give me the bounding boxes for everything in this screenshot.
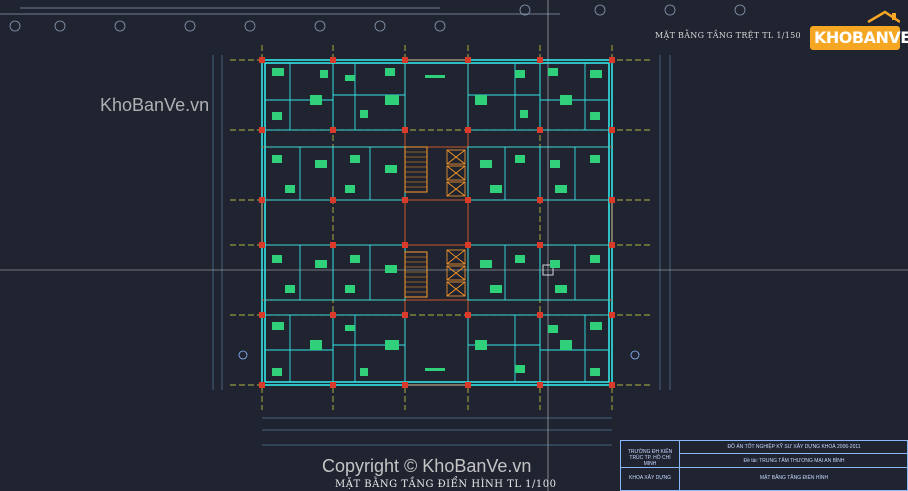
faculty-name: KHOA XÂY DỰNG [629, 475, 671, 481]
house-logo-icon [810, 10, 901, 50]
columns [259, 57, 615, 388]
title-block: TRƯỜNG ĐH KIẾN TRÚC TP. HỒ CHÍ MINH KHOA… [620, 440, 908, 491]
topic-name: Đề tài: TRUNG TÂM THƯƠNG MẠI AN BÌNH [743, 458, 845, 464]
school-name: TRƯỜNG ĐH KIẾN TRÚC TP. HỒ CHÍ MINH [627, 449, 673, 467]
watermark-left: KhoBanVe.vn [100, 95, 210, 115]
sheet-name: MẶT BẰNG TẦNG ĐIỂN HÌNH [759, 475, 829, 481]
project-name: ĐỒ ÁN TỐT NGHIỆP KỸ SƯ XÂY DỰNG KHOÁ 200… [727, 444, 861, 450]
apartment-walls [264, 62, 610, 383]
central-core [404, 146, 466, 298]
corridors [261, 59, 613, 386]
furniture [272, 68, 602, 376]
dimension-lines [212, 55, 671, 446]
typical-floor-title: MẶT BẰNG TẦNG ĐIỂN HÌNH TL 1/100 [335, 479, 557, 490]
section-markers [238, 350, 640, 360]
logo-text: KHOBANVE [814, 28, 908, 47]
outer-walls [261, 59, 613, 386]
watermark-copyright: Copyright © KhoBanVe.vn [322, 456, 532, 476]
crosshair-box [542, 264, 554, 276]
top-axis-strip [0, 4, 746, 32]
ground-floor-title: MẶT BẰNG TẦNG TRỆT TL 1/150 [655, 31, 801, 40]
khobanve-logo: KHOBANVE [810, 10, 908, 54]
